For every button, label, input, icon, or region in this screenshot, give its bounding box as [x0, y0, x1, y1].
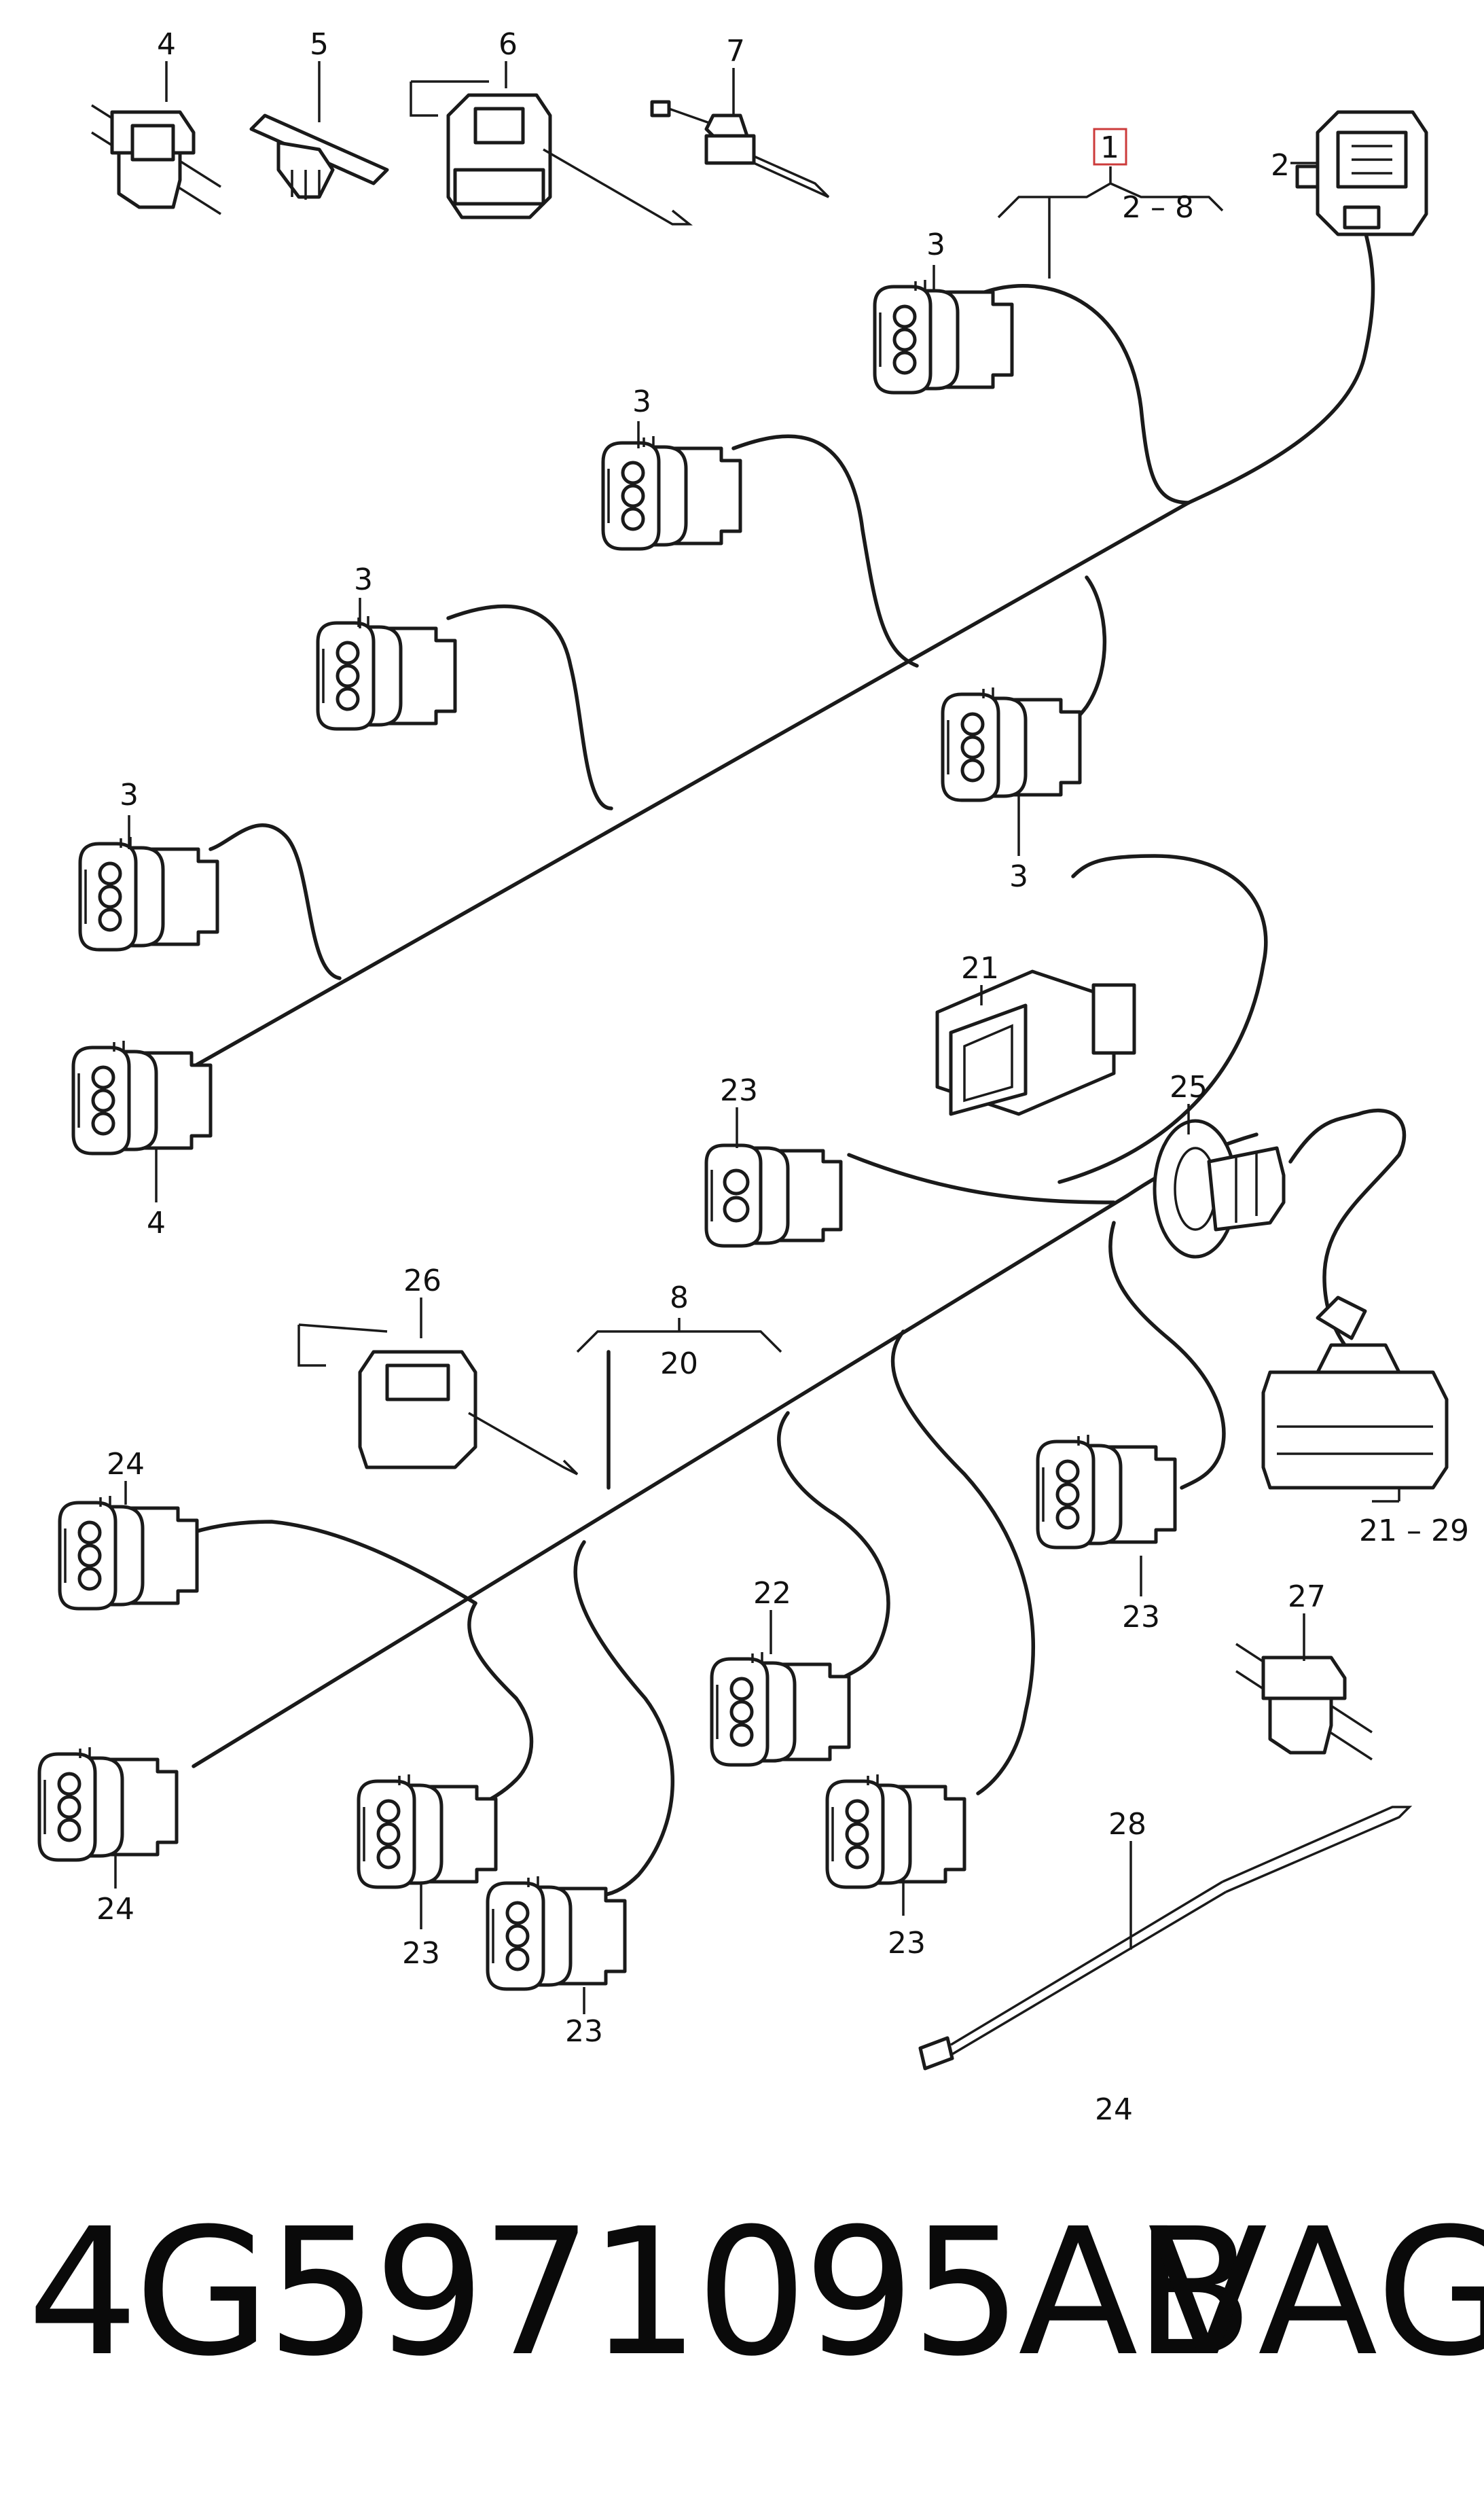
part-number: 4G5971095AB: [27, 2191, 1254, 2395]
callout-label: 23: [402, 1936, 440, 1971]
top-fasteners: [91, 80, 830, 226]
clip-part-28: [1235, 1643, 1373, 1761]
callout-label: 3: [1009, 859, 1028, 894]
callout-label: 23: [1122, 1600, 1160, 1634]
callout-label: 28: [1108, 1807, 1146, 1842]
callout-label: 3: [632, 384, 651, 419]
callout-label: 6: [499, 27, 518, 62]
connector-part-25: [1038, 1435, 1175, 1548]
connector-part-3: [875, 280, 1012, 393]
callout-label: 4: [157, 27, 176, 62]
callout-label: 23: [888, 1926, 926, 1961]
upper-connectors: [73, 280, 1080, 1153]
callout-label: 8: [670, 1281, 689, 1315]
callout-label: 26: [403, 1264, 441, 1298]
relay-connector-part-22: [935, 969, 1136, 1116]
connector-part-4: [943, 687, 1080, 800]
connector-part-23: [359, 1774, 496, 1887]
grommet-part-26: [1153, 1119, 1286, 1259]
callout-label: 7: [726, 34, 745, 69]
cable-tie-part-8: [650, 100, 830, 198]
callout-label: 5: [310, 27, 329, 62]
connector-part-21: [1261, 1295, 1449, 1490]
highlight-part-1: [1093, 128, 1127, 166]
clip-part-6: [249, 113, 389, 200]
callout-label: 21: [961, 951, 999, 986]
lower-harness-wiring: [181, 854, 1407, 1897]
callout-label: 2: [1271, 148, 1290, 183]
callout-label: 24: [107, 1447, 145, 1482]
connector-part-24: [706, 1145, 841, 1246]
callout-label: 24: [1095, 2092, 1133, 2127]
upper-harness-wiring: [192, 229, 1375, 1069]
connector-part-23: [488, 1876, 625, 1989]
callout-label: 4: [147, 1206, 166, 1240]
clip-part-5: [91, 104, 221, 215]
connector-part-2: [1295, 110, 1428, 236]
callout-label: 21 – 29: [1359, 1514, 1469, 1548]
connector-part-23: [827, 1774, 964, 1887]
callout-label: 3: [354, 562, 373, 597]
callout-label: 27: [1288, 1579, 1326, 1614]
callout-label: 23: [565, 2014, 603, 2049]
callout-label: 25: [1170, 1070, 1208, 1105]
tie-mount-part-27: [297, 1323, 579, 1475]
callout-leaders: [114, 61, 1400, 2014]
cable-tie-part-29: [918, 1806, 1413, 2071]
callout-label: 3: [926, 228, 945, 262]
callout-label: 22: [753, 1576, 791, 1611]
callout-label: 23: [720, 1073, 758, 1108]
connector-part-24: [39, 1747, 177, 1860]
tie-mount-part-7: [410, 80, 693, 226]
callout-label: 2 – 8: [1122, 190, 1194, 225]
callout-label: 24: [96, 1892, 134, 1927]
connector-part-3: [80, 837, 217, 950]
callout-labels: 1 2 2 – 8 3 3 3 3 3 4 4 5 6 7 8 20 21 – …: [96, 27, 1469, 2127]
connector-part-3: [318, 616, 455, 729]
connector-part-3: [603, 436, 740, 549]
connector-part-4: [73, 1041, 211, 1153]
callout-label: 20: [660, 1346, 698, 1381]
connector-part-23: [712, 1652, 849, 1765]
callout-label: 1: [1100, 130, 1119, 165]
callout-label: 3: [120, 778, 139, 812]
connector-part-25: [60, 1496, 197, 1609]
brand-name: VAG: [1148, 2191, 1484, 2395]
